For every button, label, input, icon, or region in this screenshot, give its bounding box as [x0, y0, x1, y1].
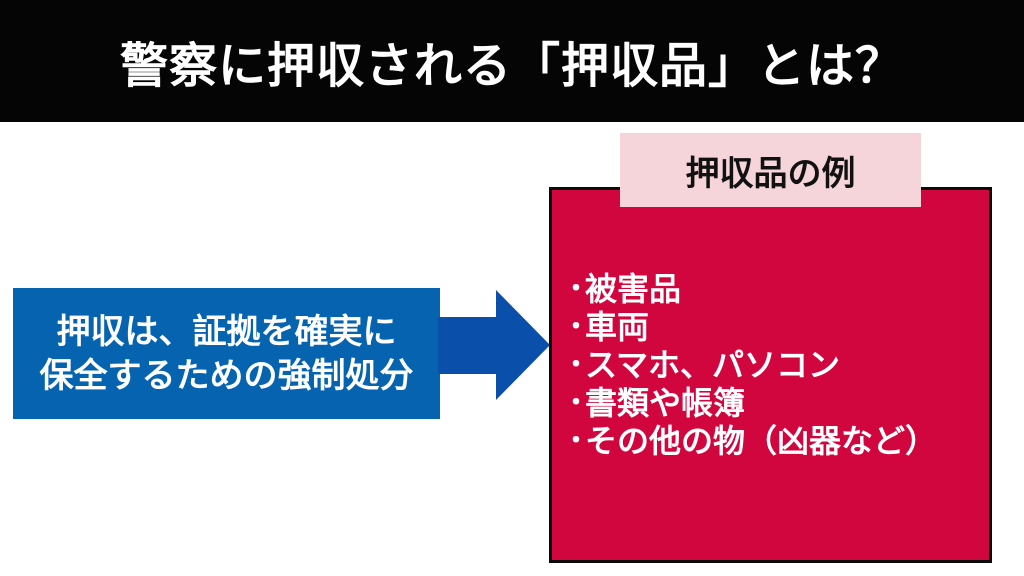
list-item: ・被害品	[563, 270, 682, 308]
examples-label: 押収品の例	[620, 133, 921, 207]
list-item: ・スマホ、パソコン	[563, 346, 841, 384]
page-title: 警察に押収される「押収品」とは？	[119, 38, 904, 94]
header-bar	[0, 0, 1024, 122]
arrow-right-icon	[438, 290, 550, 400]
examples-box	[549, 187, 992, 563]
list-item: ・その他の物（凶器など）	[563, 422, 938, 460]
list-item: ・車両	[563, 308, 650, 346]
examples-list: ・被害品 ・車両 ・スマホ、パソコン ・書類や帳簿 ・その他の物（凶器など）	[563, 270, 937, 460]
bullet-icon: ・	[563, 274, 590, 304]
bullet-icon: ・	[563, 312, 590, 342]
bullet-icon: ・	[563, 426, 590, 456]
definition-line: 保全するための強制処分	[39, 355, 414, 396]
list-item: ・書類や帳簿	[563, 384, 746, 422]
bullet-icon: ・	[563, 388, 590, 418]
definition-box: 押収は、証拠を確実に 保全するための強制処分	[13, 288, 440, 419]
bullet-icon: ・	[563, 350, 590, 380]
definition-line: 押収は、証拠を確実に	[56, 311, 397, 352]
